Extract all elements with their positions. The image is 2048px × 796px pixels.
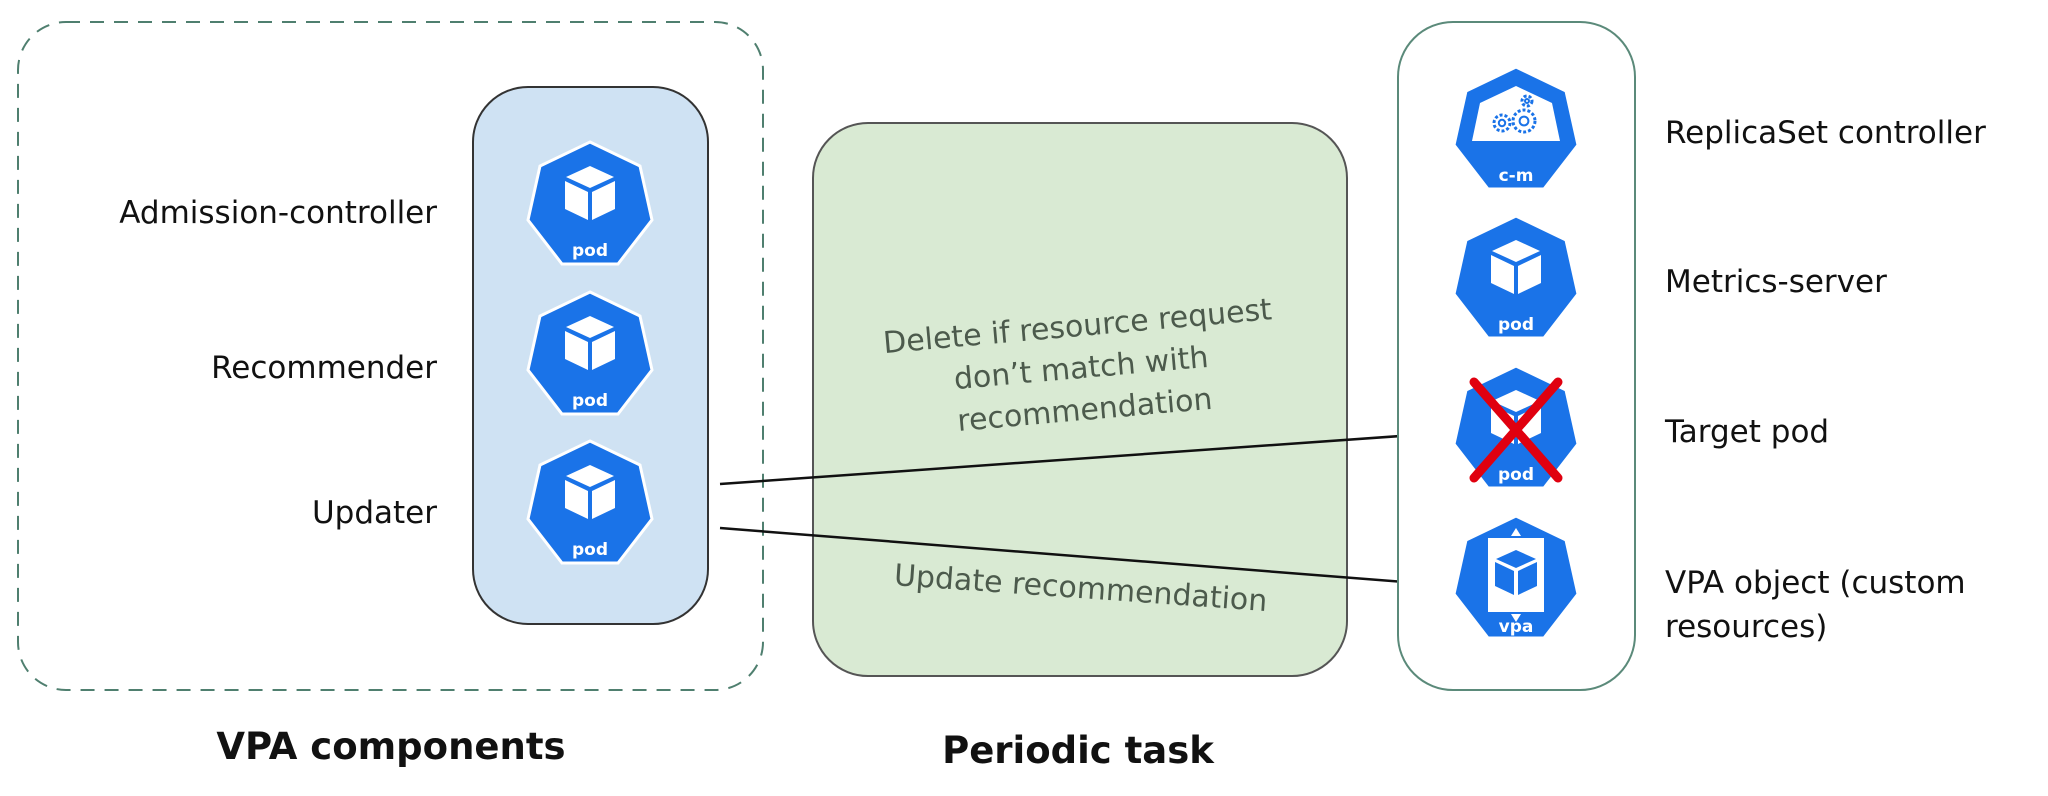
label-replicaset-controller: ReplicaSet controller (1665, 115, 1986, 151)
cluster-resources-box (1397, 21, 1636, 691)
label-admission-controller: Admission-controller (119, 195, 437, 231)
label-metrics-server: Metrics-server (1665, 264, 1887, 300)
icon-caption: pod (1498, 315, 1534, 335)
delete-x-icon (1469, 377, 1563, 483)
icon-caption: pod (572, 241, 608, 261)
cube-icon (565, 166, 615, 220)
icon-caption: vpa (1499, 617, 1534, 637)
pod-icon: pod (526, 140, 654, 266)
vpa-icon: vpa (1452, 514, 1580, 640)
label-updater: Updater (312, 495, 437, 531)
icon-caption: pod (572, 540, 608, 560)
label-target-pod: Target pod (1664, 414, 1829, 450)
icon-caption: c-m (1499, 166, 1534, 186)
icon-caption: pod (1498, 465, 1534, 485)
cube-icon (565, 465, 615, 519)
gear-icon (1511, 108, 1537, 134)
heptagon-shape (526, 439, 654, 565)
controller-manager-icon: c-m (1452, 65, 1580, 191)
vpa-components-group (17, 21, 764, 691)
pod-icon: pod (526, 439, 654, 565)
gear-icon (1520, 94, 1534, 108)
cube-icon (1495, 550, 1537, 595)
arrow-update-vpa-object (719, 526, 1430, 589)
heptagon-shape (526, 140, 654, 266)
arrow-delete-target-pod (719, 429, 1430, 486)
title-vpa-components: VPA components (216, 725, 565, 768)
pod-icon: pod (526, 290, 654, 416)
periodic-task-box (812, 122, 1348, 677)
pod-icon: pod (1452, 214, 1580, 340)
heptagon-shape (1452, 214, 1580, 340)
gear-icon (1492, 113, 1512, 133)
icon-caption: pod (572, 391, 608, 411)
label-vpa-object-line-2: resources) (1665, 609, 1827, 645)
label-recommender: Recommender (211, 350, 437, 386)
cube-icon (1491, 240, 1541, 294)
heptagon-shape (526, 290, 654, 416)
label-vpa-object-line-1: VPA object (custom (1665, 565, 1966, 601)
title-periodic-task: Periodic task (942, 729, 1215, 772)
pod-icon: pod (1452, 364, 1580, 490)
cube-icon (565, 316, 615, 370)
